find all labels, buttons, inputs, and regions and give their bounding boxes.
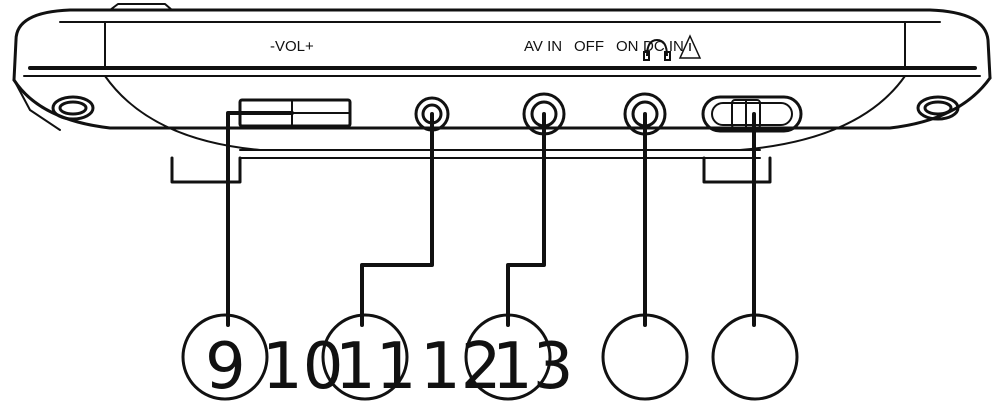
callout-circle-13 (464, 313, 552, 401)
left-screw-hole-inner (58, 100, 88, 116)
device-body (12, 3, 992, 159)
left-foot (170, 156, 242, 184)
on-label: ON (616, 38, 639, 55)
callout-number-10: 10 (262, 330, 343, 404)
right-screw-hole-inner (923, 100, 953, 116)
callout-circle-9 (181, 313, 269, 401)
off-label: OFF (574, 38, 604, 55)
callout-number-9: 9 (205, 330, 246, 404)
leader-line-11 (360, 112, 434, 327)
callout-number-11: 11 (335, 330, 416, 404)
callout-circle-15 (711, 313, 799, 401)
left-side-grip (13, 79, 61, 131)
callout-number-12: 12 (420, 330, 501, 404)
av-in-label: AV IN (524, 38, 562, 55)
callout-number-13: 13 (492, 330, 573, 404)
warning-triangle-icon (678, 34, 702, 59)
right-foot (702, 156, 772, 184)
leader-line-13 (506, 112, 546, 327)
dc-in-label: DC IN (643, 38, 684, 55)
callout-circle-14 (601, 313, 689, 401)
headphones-icon (643, 38, 671, 61)
volume-label: -VOL+ (270, 38, 314, 55)
callout-circle-11 (321, 313, 409, 401)
leader-line-9 (226, 111, 294, 327)
left-screw-hole (51, 95, 95, 121)
right-screw-hole (916, 95, 960, 121)
